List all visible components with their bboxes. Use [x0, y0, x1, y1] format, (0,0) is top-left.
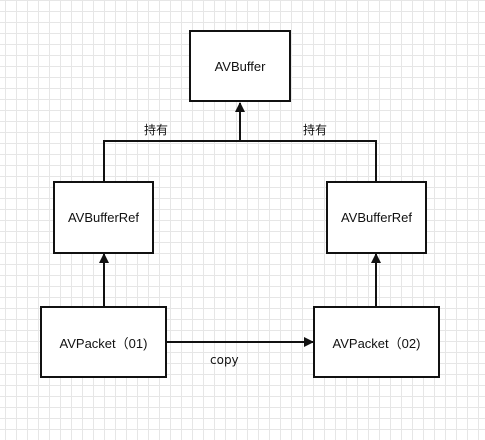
avbuffer-node: AVBuffer [189, 30, 291, 102]
avbufferref-left-node: AVBufferRef [53, 181, 154, 254]
hold-label-right: 持有 [303, 123, 328, 137]
hold-label-left: 持有 [144, 123, 169, 137]
avpacket-02-label: AVPacket（02) [332, 335, 421, 351]
avpacket-02-node: AVPacket（02) [313, 306, 440, 378]
avpacket-01-label: AVPacket（01) [59, 335, 148, 351]
avbuffer-label: AVBuffer [214, 58, 266, 74]
hold-connector-right [240, 140, 377, 182]
avbufferref-right-node: AVBufferRef [326, 181, 427, 254]
copy-label: copy [210, 353, 239, 367]
avbufferref-right-label: AVBufferRef [340, 210, 413, 225]
avpacket-01-node: AVPacket（01) [40, 306, 167, 378]
hold-connector-left [103, 140, 240, 182]
avbufferref-left-label: AVBufferRef [67, 210, 140, 225]
